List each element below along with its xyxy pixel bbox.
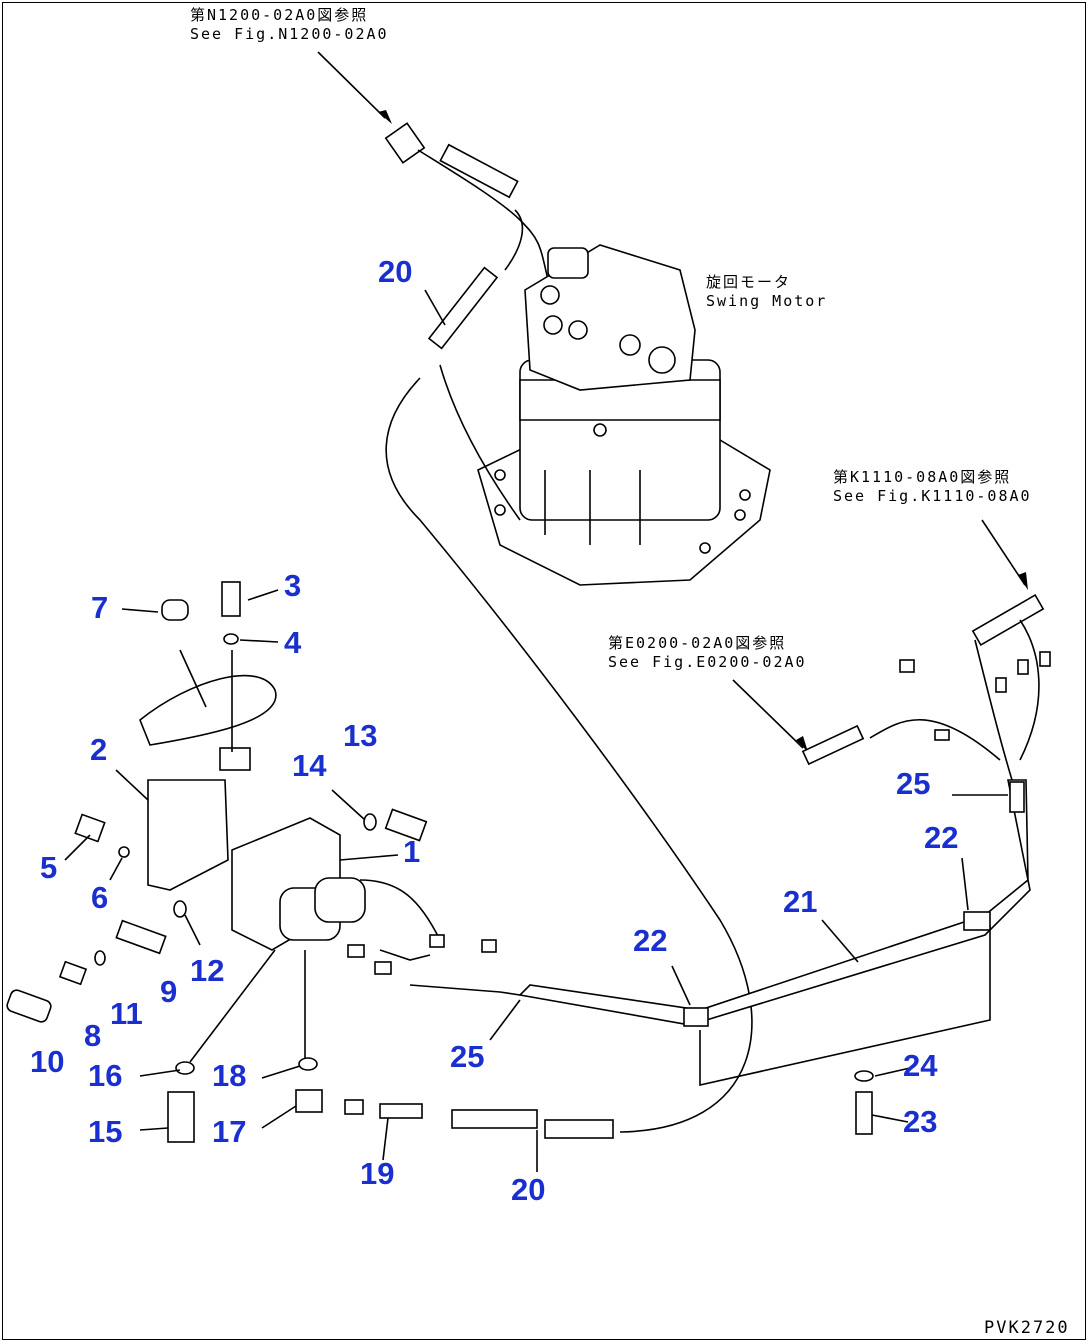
callout-leaders — [64, 289, 1008, 1172]
ref-n1200-ja: 第N1200-02A0図参照 — [190, 6, 369, 24]
callout-10: 10 — [30, 1044, 65, 1079]
harness-loop — [385, 266, 753, 1133]
callout-24: 24 — [903, 1048, 938, 1083]
callout-22-right: 22 — [924, 820, 959, 855]
ref-k1110: 第K1110-08A0図参照 See Fig.K1110-08A0 — [833, 468, 1032, 506]
callout-2: 2 — [90, 732, 108, 767]
ref-n1200-en: See Fig.N1200-02A0 — [190, 24, 389, 43]
swing-motor — [477, 244, 771, 586]
callout-25-right: 25 — [896, 766, 931, 801]
right-harness — [518, 593, 1051, 1086]
callout-20-bottom: 20 — [511, 1172, 546, 1207]
callout-20-top: 20 — [378, 254, 413, 289]
callout-1: 1 — [403, 834, 421, 869]
ref-e0200-en: See Fig.E0200-02A0 — [608, 652, 807, 671]
callout-23: 23 — [903, 1104, 938, 1139]
swing-motor-label-en: Swing Motor — [706, 291, 828, 310]
ref-e0200-ja: 第E0200-02A0図参照 — [608, 634, 787, 652]
callout-15: 15 — [88, 1114, 123, 1149]
ref-k1110-ja: 第K1110-08A0図参照 — [833, 468, 1012, 486]
swing-motor-sensor — [384, 122, 549, 281]
callout-13: 13 — [343, 718, 378, 753]
callout-5: 5 — [40, 850, 58, 885]
callout-12: 12 — [190, 953, 225, 988]
swing-motor-label: 旋回モータ Swing Motor — [706, 273, 827, 311]
valve-assembly — [139, 649, 521, 1063]
callout-3: 3 — [284, 568, 302, 603]
callout-21: 21 — [783, 884, 818, 919]
callout-7: 7 — [91, 590, 109, 625]
swing-motor-label-ja: 旋回モータ — [706, 273, 792, 291]
ref-e0200: 第E0200-02A0図参照 See Fig.E0200-02A0 — [608, 634, 807, 672]
callout-16: 16 — [88, 1058, 123, 1093]
drawing-code: PVK2720 — [984, 1318, 1070, 1338]
callout-22-left: 22 — [633, 923, 668, 958]
callout-6: 6 — [91, 880, 109, 915]
callout-18: 18 — [212, 1058, 247, 1093]
small-parts — [6, 581, 874, 1143]
callout-17: 17 — [212, 1114, 247, 1149]
callout-11: 11 — [110, 996, 143, 1031]
ref-k1110-en: See Fig.K1110-08A0 — [833, 486, 1032, 505]
ref-n1200: 第N1200-02A0図参照 See Fig.N1200-02A0 — [190, 6, 389, 44]
callout-25-bottom: 25 — [450, 1039, 485, 1074]
callout-14: 14 — [292, 748, 327, 783]
callout-8: 8 — [84, 1018, 102, 1053]
callout-19: 19 — [360, 1156, 395, 1191]
callout-4: 4 — [284, 625, 302, 660]
callout-9: 9 — [160, 974, 178, 1009]
reference-arrows — [317, 51, 1028, 752]
